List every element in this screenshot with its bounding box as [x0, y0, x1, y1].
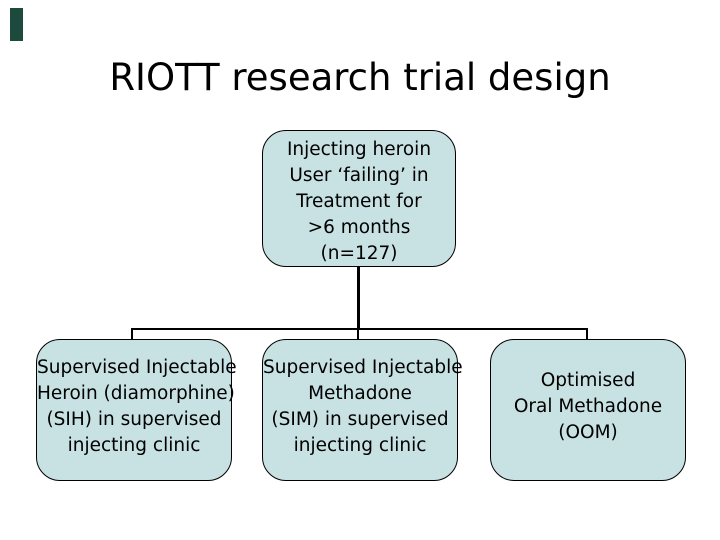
connector-drop-left: [131, 328, 133, 341]
flow-box-line: Methadone: [308, 383, 412, 404]
flow-box-arm-oom: Optimised Oral Methadone (OOM): [490, 339, 686, 481]
flow-box-line: Oral Methadone: [513, 396, 663, 417]
flow-box-arm-sih: Supervised Injectable Heroin (diamorphin…: [36, 339, 237, 481]
flow-box-line: (SIH) in supervised: [46, 409, 222, 430]
flow-box-line: injecting clinic: [67, 435, 201, 456]
flow-box-line: Optimised: [540, 370, 636, 391]
flow-box-line: Supervised Injectable: [263, 357, 463, 378]
flow-box-line: (SIM) in supervised: [271, 409, 449, 430]
flow-box-arm-sim: Supervised Injectable Methadone (SIM) in…: [262, 339, 463, 481]
connector-horizontal: [131, 328, 588, 330]
flow-box-eligibility: Injecting heroin User ‘failing’ in Treat…: [262, 130, 456, 267]
flow-box-line: User ‘failing’ in: [289, 165, 429, 186]
flow-box-line: (n=127): [320, 243, 398, 264]
flow-box-line: Supervised Injectable: [37, 357, 237, 378]
flow-box-line: injecting clinic: [293, 435, 427, 456]
connector-drop-right: [586, 328, 588, 342]
flow-box-line: (OOM): [558, 422, 618, 443]
flow-box-line: >6 months: [307, 217, 411, 238]
slide-title: RIOTT research trial design: [109, 56, 611, 99]
accent-bar: [10, 8, 23, 41]
flow-box-line: Injecting heroin: [286, 139, 432, 160]
connector-vertical-top: [357, 267, 360, 330]
flow-box-line: Treatment for: [296, 191, 422, 212]
flow-box-line: Heroin (diamorphine): [37, 383, 235, 404]
connector-drop-middle: [357, 328, 359, 340]
